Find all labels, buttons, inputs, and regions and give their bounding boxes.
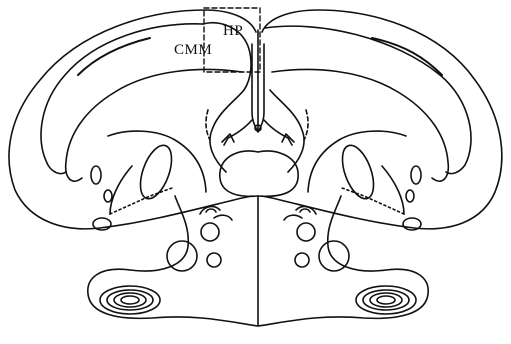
left-lateral-knob bbox=[91, 166, 101, 184]
right-hemisphere bbox=[262, 10, 502, 230]
left-dashed-boundary bbox=[206, 110, 210, 140]
right-nucleus-small bbox=[297, 223, 315, 241]
right-lower-fold bbox=[308, 131, 406, 192]
right-cortex-inner-band bbox=[272, 69, 448, 181]
hp-label: HP bbox=[223, 24, 243, 39]
left-nucleus-tiny bbox=[207, 253, 221, 267]
right-optic-lobe bbox=[258, 151, 298, 196]
right-cortex-outer-band bbox=[265, 26, 471, 173]
left-nucleus-small bbox=[201, 223, 219, 241]
cmm-label: CMM bbox=[174, 43, 212, 58]
right-lateral-knob bbox=[411, 166, 421, 184]
right-coil bbox=[356, 286, 416, 314]
right-nucleus-tiny bbox=[295, 253, 309, 267]
left-commissure-branch bbox=[224, 120, 252, 145]
left-nucleus-large bbox=[167, 241, 197, 271]
left-optic-lobe bbox=[220, 151, 258, 196]
right-dashed-boundary bbox=[304, 110, 308, 140]
left-coil bbox=[100, 286, 160, 314]
left-nucleus-swirl bbox=[200, 207, 232, 220]
brainstem bbox=[88, 196, 428, 326]
right-commissure-branch bbox=[264, 120, 292, 145]
left-inner-arc bbox=[110, 166, 132, 214]
left-hemisphere bbox=[9, 10, 256, 230]
midline-structures bbox=[220, 30, 298, 196]
right-inner-arc bbox=[382, 166, 404, 214]
right-nucleus-swirl bbox=[284, 207, 316, 220]
right-small-oval bbox=[406, 190, 414, 202]
left-cortex-inner-band bbox=[66, 69, 242, 181]
left-lower-fold bbox=[108, 131, 206, 192]
left-cortex-line bbox=[78, 38, 150, 75]
left-small-oval bbox=[104, 190, 112, 202]
right-nucleus-large bbox=[319, 241, 349, 271]
